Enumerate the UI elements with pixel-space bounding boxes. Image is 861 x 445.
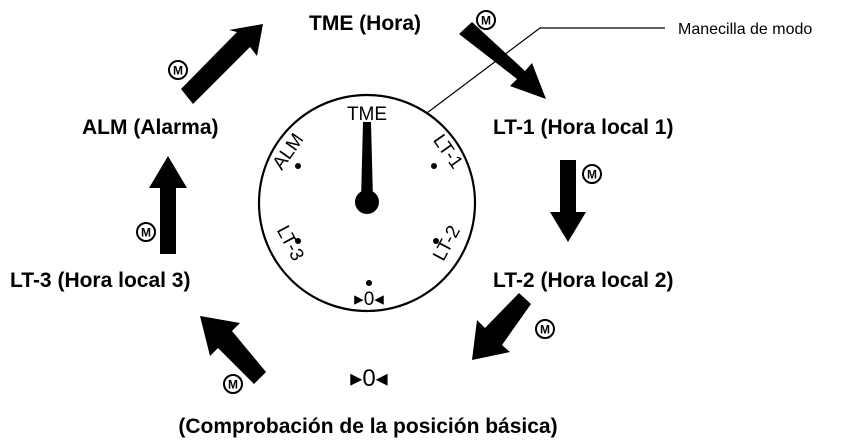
m-button-icon: M [136,222,156,242]
m-button-icon: M [582,164,602,184]
mode-label-alm: ALM (Alarma) [82,116,219,139]
dial-label-tme: TME [347,104,387,125]
basic-position-caption: (Comprobación de la posición básica) [178,415,557,438]
mode-hand [361,122,373,200]
mode-dial: TME ALM LT-1 LT-3 LT-2 ▸0◂ [257,93,477,313]
arrow-lt3-to-alm [149,156,187,254]
arrow-zero-to-lt3 [200,316,266,384]
svg-text:M: M [540,323,550,337]
svg-text:M: M [587,168,597,182]
svg-text:M: M [141,226,151,240]
mode-label-tme: TME (Hora) [309,12,421,35]
dial-label-zero: ▸0◂ [354,289,384,310]
svg-text:M: M [173,64,183,78]
basic-position-marker: ▸0◂ [350,365,387,392]
mode-label-lt2: LT-2 (Hora local 2) [493,269,673,292]
m-button-icon: M [168,60,188,80]
dial-dot-lt2 [433,238,439,244]
dial-dot-zero [366,280,372,286]
arrow-lt1-to-lt2 [550,160,586,242]
svg-text:M: M [228,378,238,392]
arrow-alm-to-tme [181,24,263,104]
dial-dot-alm [295,163,301,169]
arrow-tme-to-lt1 [459,22,546,99]
m-button-icon: M [223,374,243,394]
dial-dot-lt1 [431,163,437,169]
hand-label: Manecilla de modo [678,21,812,38]
mode-label-lt3: LT-3 (Hora local 3) [10,269,190,292]
arrow-lt2-to-zero [472,293,531,360]
m-button-icon: M [535,319,555,339]
svg-text:M: M [481,14,491,28]
hand-pivot [355,190,379,214]
mode-label-lt1: LT-1 (Hora local 1) [493,116,673,139]
m-button-icon: M [476,10,496,30]
dial-dot-lt3 [295,238,301,244]
